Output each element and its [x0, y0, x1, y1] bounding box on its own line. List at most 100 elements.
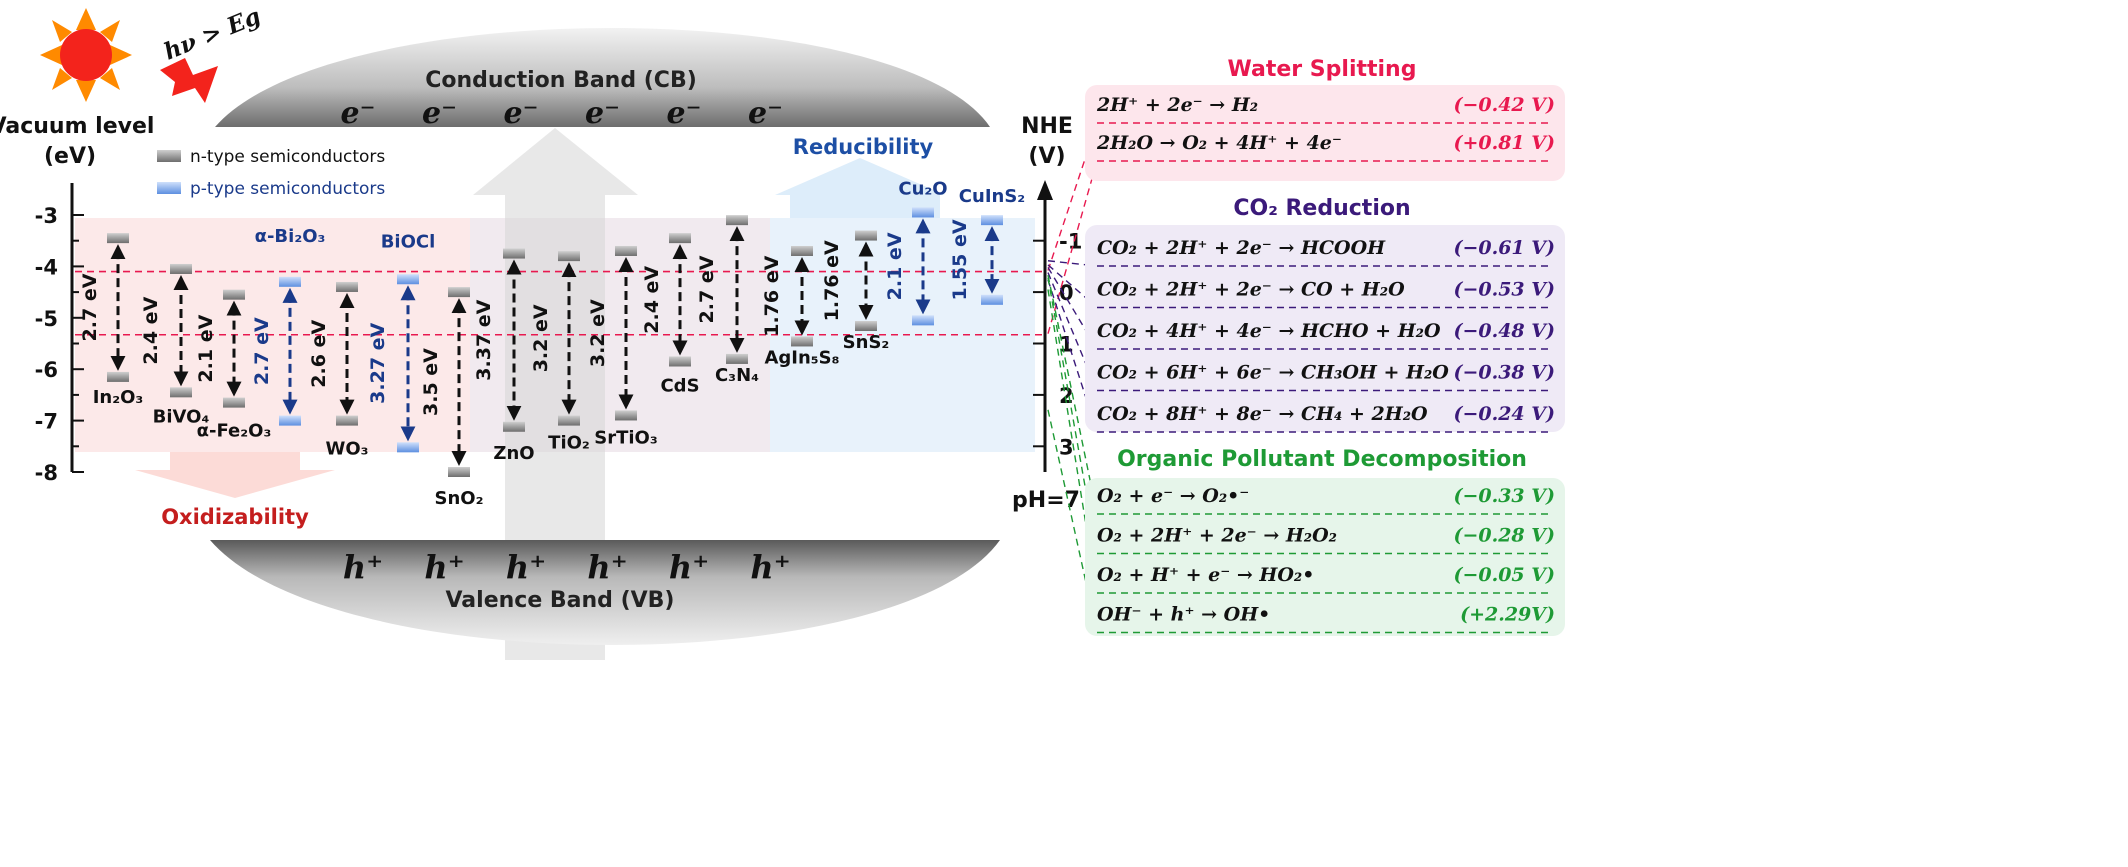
hole-symbol: h⁺	[587, 548, 627, 586]
nhe-axis-arrowhead	[1037, 180, 1053, 200]
cb-level	[223, 289, 245, 300]
semiconductor-name: WO₃	[325, 439, 368, 460]
organic-pollutant-title: Organic Pollutant Decomposition	[1117, 447, 1527, 472]
semiconductor-2: 2.1 eVα-Fe₂O₃	[195, 289, 272, 442]
n-type-swatch	[157, 150, 181, 162]
reaction-equation: CO₂ + 2H⁺ + 2e⁻ → CO + H₂O	[1097, 279, 1405, 301]
cb-level	[912, 207, 934, 218]
lightning-icon	[160, 58, 218, 103]
reaction-equation: CO₂ + 4H⁺ + 4e⁻ → HCHO + H₂O	[1097, 320, 1441, 342]
reaction-connector	[1047, 274, 1098, 515]
electron-symbol: e⁻	[504, 96, 539, 131]
semiconductor-name: In₂O₃	[93, 387, 144, 408]
band-gap-label: 2.4 eV	[140, 296, 162, 364]
vb-level	[503, 421, 525, 432]
semiconductor-name: α-Bi₂O₃	[255, 226, 326, 247]
cb-level	[855, 230, 877, 241]
electron-symbol: e⁻	[341, 96, 376, 131]
vb-level	[981, 294, 1003, 305]
cb-level	[669, 233, 691, 244]
nhe-tick-label: 3	[1059, 435, 1074, 459]
water-splitting-panel: Water Splitting 2H⁺ + 2e⁻ → H₂(−0.42 V)2…	[1085, 57, 1565, 181]
reaction-potential: (+2.29V)	[1460, 604, 1555, 626]
reducibility-label: Reducibility	[793, 135, 934, 159]
reaction-potential: (+0.81 V)	[1453, 132, 1555, 154]
reaction-equation: CO₂ + 6H⁺ + 6e⁻ → CH₃OH + H₂O	[1097, 362, 1449, 384]
oxidizability-arrow	[135, 452, 335, 498]
semiconductor-name: ZnO	[493, 443, 534, 464]
cb-level	[615, 245, 637, 256]
co2-reduction-panel: CO₂ Reduction CO₂ + 2H⁺ + 2e⁻ → HCOOH(−0…	[1085, 196, 1565, 433]
band-gap-label: 3.27 eV	[367, 322, 389, 403]
reaction-potential: (−0.24 V)	[1453, 403, 1555, 425]
sun-icon	[40, 8, 132, 102]
reaction-equation: CO₂ + 2H⁺ + 2e⁻ → HCOOH	[1097, 237, 1386, 259]
electron-row: e⁻e⁻e⁻e⁻e⁻e⁻	[341, 96, 783, 131]
semiconductor-name: BiOCl	[381, 231, 436, 252]
electron-symbol: e⁻	[585, 96, 620, 131]
p-type-swatch	[157, 182, 181, 194]
cb-title: Conduction Band (CB)	[425, 68, 697, 93]
reaction-potential: (−0.05 V)	[1453, 564, 1555, 586]
band-gap-label: 2.7 eV	[696, 255, 718, 323]
hole-symbol: h⁺	[750, 548, 790, 586]
reaction-connector	[1047, 409, 1098, 633]
vacuum-level-unit: (eV)	[44, 144, 96, 169]
hole-symbol: h⁺	[424, 548, 464, 586]
conduction-band-shape	[215, 28, 990, 127]
reaction-connector	[1047, 272, 1098, 391]
reaction-potential: (−0.61 V)	[1453, 237, 1555, 259]
reaction-potential: (−0.42 V)	[1453, 94, 1555, 116]
vb-level	[170, 387, 192, 398]
cb-level	[336, 281, 358, 292]
semiconductor-5: 3.27 eV BiOCl	[367, 231, 436, 453]
vacuum-tick-label: -8	[35, 461, 58, 485]
photon-condition: hν > Eg	[160, 2, 264, 65]
band-gap-label: 3.37 eV	[473, 299, 495, 380]
semiconductor-name: BiVO₄	[153, 406, 210, 427]
valence-band-shape	[210, 540, 1000, 645]
reaction-potential: (−0.28 V)	[1453, 525, 1555, 547]
semiconductor-name: Cu₂O	[898, 178, 947, 199]
semiconductor-name: CuInS₂	[959, 186, 1025, 207]
legend: n-type semiconductors p-type semiconduct…	[157, 147, 385, 199]
reaction-equation: O₂ + 2H⁺ + 2e⁻ → H₂O₂	[1097, 525, 1337, 547]
cb-level	[397, 274, 419, 285]
nhe-tick-label: 1	[1059, 333, 1074, 357]
vb-level	[336, 415, 358, 426]
reaction-potential: (−0.48 V)	[1453, 320, 1555, 342]
cb-level	[107, 233, 129, 244]
vacuum-level-label: Vacuum level	[0, 114, 154, 139]
vb-level	[558, 415, 580, 426]
semiconductor-name: SrTiO₃	[594, 427, 657, 448]
band-gap-label: 1.76 eV	[761, 255, 783, 336]
band-gap-label: 3.2 eV	[530, 304, 552, 372]
n-type-legend-label: n-type semiconductors	[190, 147, 385, 167]
semiconductor-3: 2.7 eVα-Bi₂O₃	[251, 226, 325, 426]
vb-level	[397, 442, 419, 453]
band-gap-label: 1.76 eV	[821, 240, 843, 321]
reaction-potential: (−0.33 V)	[1453, 485, 1555, 507]
vacuum-ticks: -3-4-5-6-7-8	[35, 204, 84, 485]
cb-level	[981, 215, 1003, 226]
semiconductor-8: 3.2 eV TiO₂	[530, 251, 590, 454]
ph-label: pH=7	[1012, 488, 1080, 513]
hole-symbol: h⁺	[506, 548, 546, 586]
nhe-tick-label: 0	[1059, 281, 1074, 305]
water-splitting-title: Water Splitting	[1228, 57, 1417, 82]
vb-level	[615, 410, 637, 421]
vb-level	[912, 315, 934, 326]
hole-symbol: h⁺	[669, 548, 709, 586]
cb-level	[170, 263, 192, 274]
semiconductor-name: TiO₂	[548, 433, 590, 454]
semiconductor-name: α-Fe₂O₃	[197, 421, 272, 442]
band-gap-label: 3.5 eV	[420, 348, 442, 416]
